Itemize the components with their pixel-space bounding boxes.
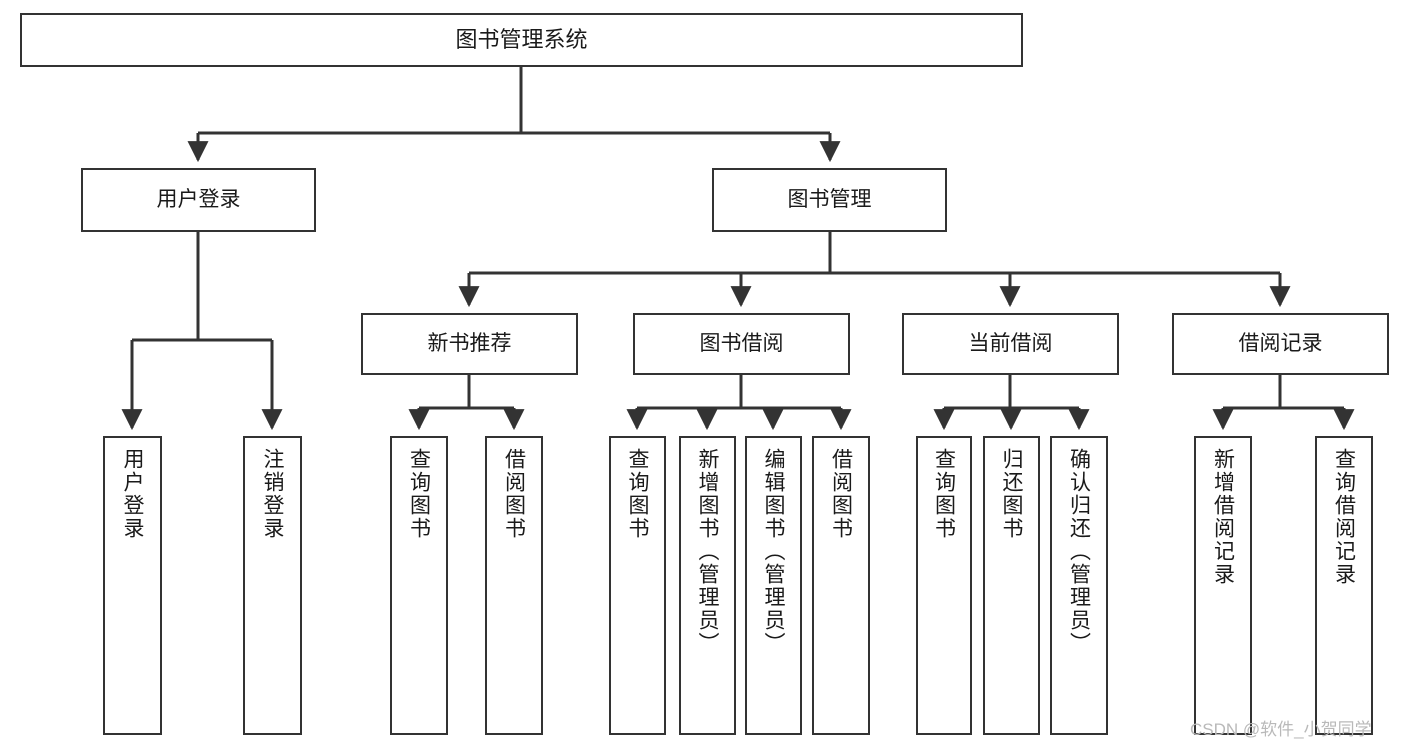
leaf-borrow-book-recommend[interactable]: 借阅图书	[485, 436, 543, 735]
node-label: 借阅记录	[1238, 331, 1323, 355]
node-label: 图书管理	[787, 187, 872, 211]
node-root-system[interactable]: 图书管理系统	[20, 13, 1023, 67]
leaf-return-book[interactable]: 归还图书	[983, 436, 1040, 735]
leaf-confirm-return-admin[interactable]: 确认归还（管理员）	[1050, 436, 1108, 735]
node-label: 新书推荐	[427, 331, 512, 355]
node-label: 编辑图书（管理员）	[762, 448, 785, 655]
leaf-add-borrow-record[interactable]: 新增借阅记录	[1194, 436, 1252, 735]
leaf-logout-login[interactable]: 注销登录	[243, 436, 302, 735]
node-label: 新增借阅记录	[1211, 448, 1235, 586]
node-user-login[interactable]: 用户登录	[81, 168, 316, 232]
node-book-management[interactable]: 图书管理	[712, 168, 947, 232]
leaf-query-book-recommend[interactable]: 查询图书	[390, 436, 448, 735]
node-label: 用户登录	[156, 187, 241, 211]
node-label: 查询借阅记录	[1332, 448, 1356, 586]
node-book-borrow[interactable]: 图书借阅	[633, 313, 850, 375]
node-label: 图书管理系统	[455, 27, 588, 53]
node-label: 当前借阅	[968, 331, 1053, 355]
node-label: 注销登录	[261, 448, 284, 540]
leaf-query-borrow-record[interactable]: 查询借阅记录	[1315, 436, 1373, 735]
node-new-book-recommend[interactable]: 新书推荐	[361, 313, 578, 375]
leaf-edit-book-admin[interactable]: 编辑图书（管理员）	[745, 436, 802, 735]
leaf-borrow-book[interactable]: 借阅图书	[812, 436, 870, 735]
node-borrow-record[interactable]: 借阅记录	[1172, 313, 1389, 375]
node-label: 查询图书	[407, 448, 431, 540]
node-label: 用户登录	[121, 448, 144, 540]
node-label: 借阅图书	[829, 448, 853, 540]
watermark-text: CSDN @软件_小贺同学	[1190, 720, 1372, 739]
node-current-borrow[interactable]: 当前借阅	[902, 313, 1119, 375]
leaf-query-book-current[interactable]: 查询图书	[916, 436, 972, 735]
node-label: 归还图书	[1000, 448, 1023, 540]
node-label: 图书借阅	[699, 331, 784, 355]
leaf-query-book-borrow[interactable]: 查询图书	[609, 436, 666, 735]
leaf-user-login[interactable]: 用户登录	[103, 436, 162, 735]
node-label: 新增图书（管理员）	[696, 448, 719, 655]
leaf-add-book-admin[interactable]: 新增图书（管理员）	[679, 436, 736, 735]
node-label: 查询图书	[932, 448, 956, 540]
node-label: 确认归还（管理员）	[1067, 448, 1091, 655]
node-label: 借阅图书	[502, 448, 526, 540]
node-label: 查询图书	[626, 448, 649, 540]
